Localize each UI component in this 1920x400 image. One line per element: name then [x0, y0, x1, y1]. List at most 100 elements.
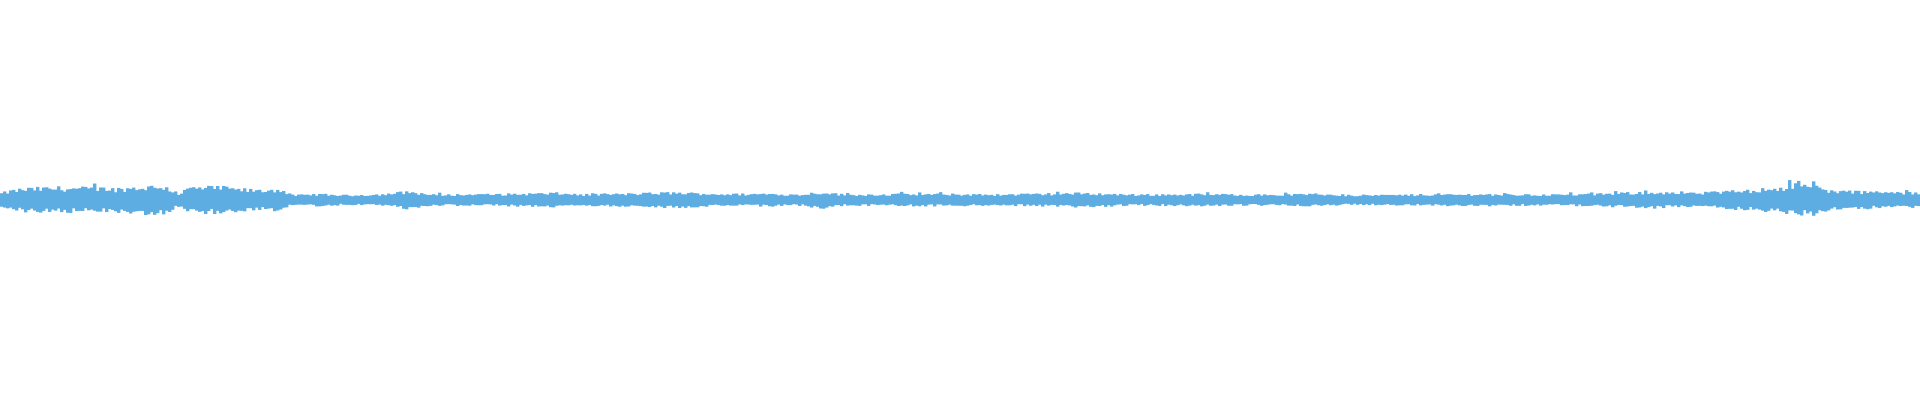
waveform-sample-bar — [1788, 180, 1792, 211]
waveform-sample-bar — [1608, 193, 1612, 206]
waveform-sample-bar — [1161, 194, 1165, 205]
waveform-sample-bar — [723, 195, 727, 206]
waveform-sample-bar — [1299, 193, 1303, 206]
waveform-sample-bar — [1329, 194, 1333, 206]
waveform-sample-bar — [786, 195, 790, 206]
waveform-sample-bar — [1755, 192, 1759, 209]
waveform-sample-bar — [561, 194, 565, 206]
waveform-sample-bar — [516, 194, 520, 207]
waveform-sample-bar — [462, 195, 466, 206]
waveform-sample-bar — [99, 187, 103, 212]
waveform-sample-bar — [369, 195, 373, 205]
waveform-sample-bar — [375, 194, 379, 205]
waveform-sample-bar — [510, 194, 514, 205]
waveform-sample-bar — [1782, 190, 1786, 212]
waveform-sample-bar — [1104, 194, 1108, 207]
waveform-sample-bar — [1401, 195, 1405, 206]
waveform-sample-bar — [1236, 195, 1240, 205]
waveform-sample-bar — [1665, 192, 1669, 206]
waveform-sample-bar — [1287, 194, 1291, 206]
waveform-sample-bar — [1587, 193, 1591, 206]
waveform-sample-bar — [174, 191, 178, 206]
waveform-sample-bar — [1911, 194, 1915, 208]
waveform-sample-bar — [1737, 191, 1741, 207]
waveform-sample-bar — [1212, 195, 1216, 206]
waveform-sample-bar — [774, 194, 778, 206]
waveform-sample-bar — [765, 194, 769, 206]
waveform-sample-bar — [1845, 191, 1849, 208]
waveform-sample-bar — [720, 194, 724, 206]
waveform-sample-bar — [123, 191, 127, 211]
waveform-sample-bar — [663, 192, 667, 209]
waveform-sample-bar — [1005, 194, 1009, 206]
waveform-sample-bar — [708, 194, 712, 205]
waveform-sample-bar — [699, 195, 703, 207]
waveform-sample-bar — [747, 194, 751, 205]
waveform-sample-bar — [135, 190, 139, 212]
waveform-sample-bar — [1407, 195, 1411, 205]
waveform-sample-bar — [1632, 194, 1636, 206]
waveform-sample-bar — [573, 193, 577, 206]
waveform-sample-bar — [87, 188, 91, 211]
waveform-sample-bar — [735, 193, 739, 206]
waveform-sample-bar — [852, 195, 856, 206]
waveform-sample-bar — [1677, 194, 1681, 208]
waveform-sample-bar — [1683, 193, 1687, 207]
waveform-sample-bar — [1173, 194, 1177, 207]
waveform-sample-bar — [1839, 191, 1843, 210]
waveform-sample-bar — [1503, 193, 1507, 205]
waveform-sample-bar — [1731, 190, 1735, 209]
waveform-sample-bar — [1830, 190, 1834, 209]
waveform-sample-bar — [1914, 192, 1918, 206]
waveform-sample-bar — [717, 195, 721, 206]
waveform-bars — [0, 180, 1920, 216]
waveform-sample-bar — [1251, 195, 1255, 205]
waveform-sample-bar — [426, 194, 430, 207]
waveform-sample-bar — [63, 191, 67, 210]
waveform-sample-bar — [807, 194, 811, 207]
waveform-sample-bar — [1653, 194, 1657, 209]
waveform-sample-bar — [1821, 189, 1825, 212]
waveform-sample-bar — [438, 192, 442, 206]
waveform-sample-bar — [102, 187, 106, 209]
waveform-sample-bar — [1092, 194, 1096, 208]
waveform-sample-bar — [1290, 195, 1294, 206]
waveform-sample-bar — [576, 195, 580, 206]
waveform-sample-bar — [810, 192, 814, 208]
waveform-sample-bar — [408, 193, 412, 208]
waveform-sample-bar — [1776, 190, 1780, 209]
waveform-sample-bar — [360, 195, 364, 206]
waveform-sample-bar — [1680, 191, 1684, 206]
waveform-sample-bar — [1545, 195, 1549, 205]
waveform-sample-bar — [315, 195, 319, 207]
waveform-sample-bar — [24, 190, 28, 213]
waveform-sample-bar — [1701, 194, 1705, 207]
waveform-sample-bar — [453, 195, 457, 205]
waveform-sample-bar — [450, 195, 454, 205]
waveform-sample-bar — [1101, 195, 1105, 206]
waveform-sample-bar — [966, 194, 970, 206]
waveform-sample-bar — [57, 186, 61, 209]
waveform-sample-bar — [330, 194, 334, 206]
waveform-sample-bar — [210, 186, 214, 209]
waveform-sample-bar — [447, 194, 451, 205]
waveform-sample-bar — [1563, 195, 1567, 206]
waveform-sample-bar — [93, 183, 97, 211]
waveform-sample-bar — [252, 191, 256, 211]
waveform-sample-bar — [1353, 196, 1357, 204]
waveform-sample-bar — [81, 186, 85, 211]
waveform-sample-bar — [903, 193, 907, 207]
waveform-sample-bar — [333, 195, 337, 206]
waveform-sample-bar — [114, 192, 118, 212]
waveform-sample-bar — [9, 190, 13, 208]
waveform-sample-bar — [1197, 193, 1201, 206]
waveform-sample-bar — [90, 187, 94, 210]
waveform-sample-bar — [1536, 195, 1540, 205]
waveform-sample-bar — [846, 193, 850, 206]
waveform-sample-bar — [1611, 194, 1615, 208]
waveform-sample-bar — [1428, 195, 1432, 205]
waveform-sample-bar — [981, 195, 985, 206]
waveform-sample-bar — [891, 193, 895, 205]
waveform-sample-bar — [1071, 194, 1075, 207]
waveform-sample-bar — [1764, 190, 1768, 212]
